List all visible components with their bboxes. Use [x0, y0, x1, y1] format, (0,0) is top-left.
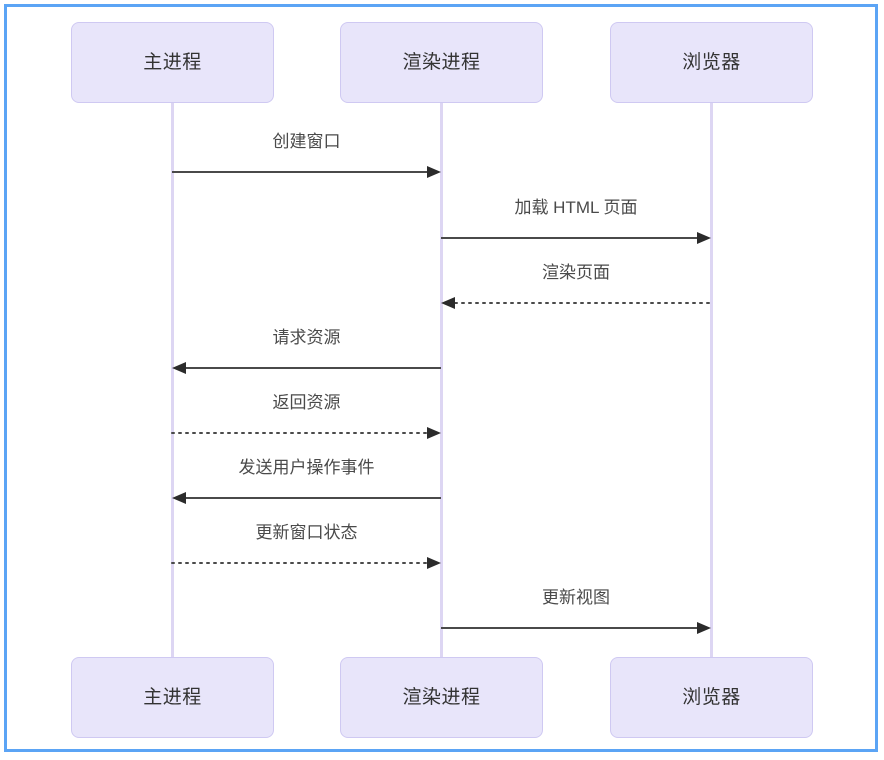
- message-arrow-1: [172, 166, 441, 178]
- message-label-5: 返回资源: [272, 393, 341, 412]
- actor-box-browser-bottom[interactable]: 浏览器: [610, 657, 813, 738]
- actor-box-renderer-bottom[interactable]: 渲染进程: [340, 657, 543, 738]
- message-label-3: 渲染页面: [542, 263, 610, 282]
- message-arrow-8: [441, 622, 711, 634]
- message-label-6: 发送用户操作事件: [238, 458, 375, 477]
- actor-box-browser-top[interactable]: 浏览器: [610, 22, 813, 103]
- message-arrow-5: [171, 427, 441, 439]
- message-label-2: 加载 HTML 页面: [514, 198, 638, 217]
- lifeline-main: [170, 103, 174, 659]
- message-arrow-2: [441, 232, 711, 244]
- message-arrow-6: [172, 492, 441, 504]
- actor-box-renderer-top[interactable]: 渲染进程: [340, 22, 543, 103]
- actor-box-main-bottom[interactable]: 主进程: [71, 657, 274, 738]
- actor-label-main-bottom: 主进程: [143, 687, 202, 708]
- message-arrow-4: [172, 362, 441, 374]
- message-label-7: 更新窗口状态: [255, 523, 358, 542]
- message-label-8: 更新视图: [542, 588, 610, 607]
- lifeline-browser: [709, 103, 713, 659]
- message-arrow-3: [441, 297, 712, 309]
- actor-box-main-top[interactable]: 主进程: [71, 22, 274, 103]
- message-label-1: 创建窗口: [272, 132, 341, 151]
- actor-label-browser-bottom: 浏览器: [682, 687, 741, 708]
- actor-label-renderer-bottom: 渲染进程: [402, 687, 481, 708]
- actor-label-main-top: 主进程: [143, 52, 202, 73]
- actor-label-browser-top: 浏览器: [682, 52, 741, 73]
- lifeline-renderer: [439, 103, 443, 659]
- actor-label-renderer-top: 渲染进程: [402, 52, 481, 73]
- message-arrow-7: [171, 557, 441, 569]
- message-label-4: 请求资源: [272, 328, 341, 347]
